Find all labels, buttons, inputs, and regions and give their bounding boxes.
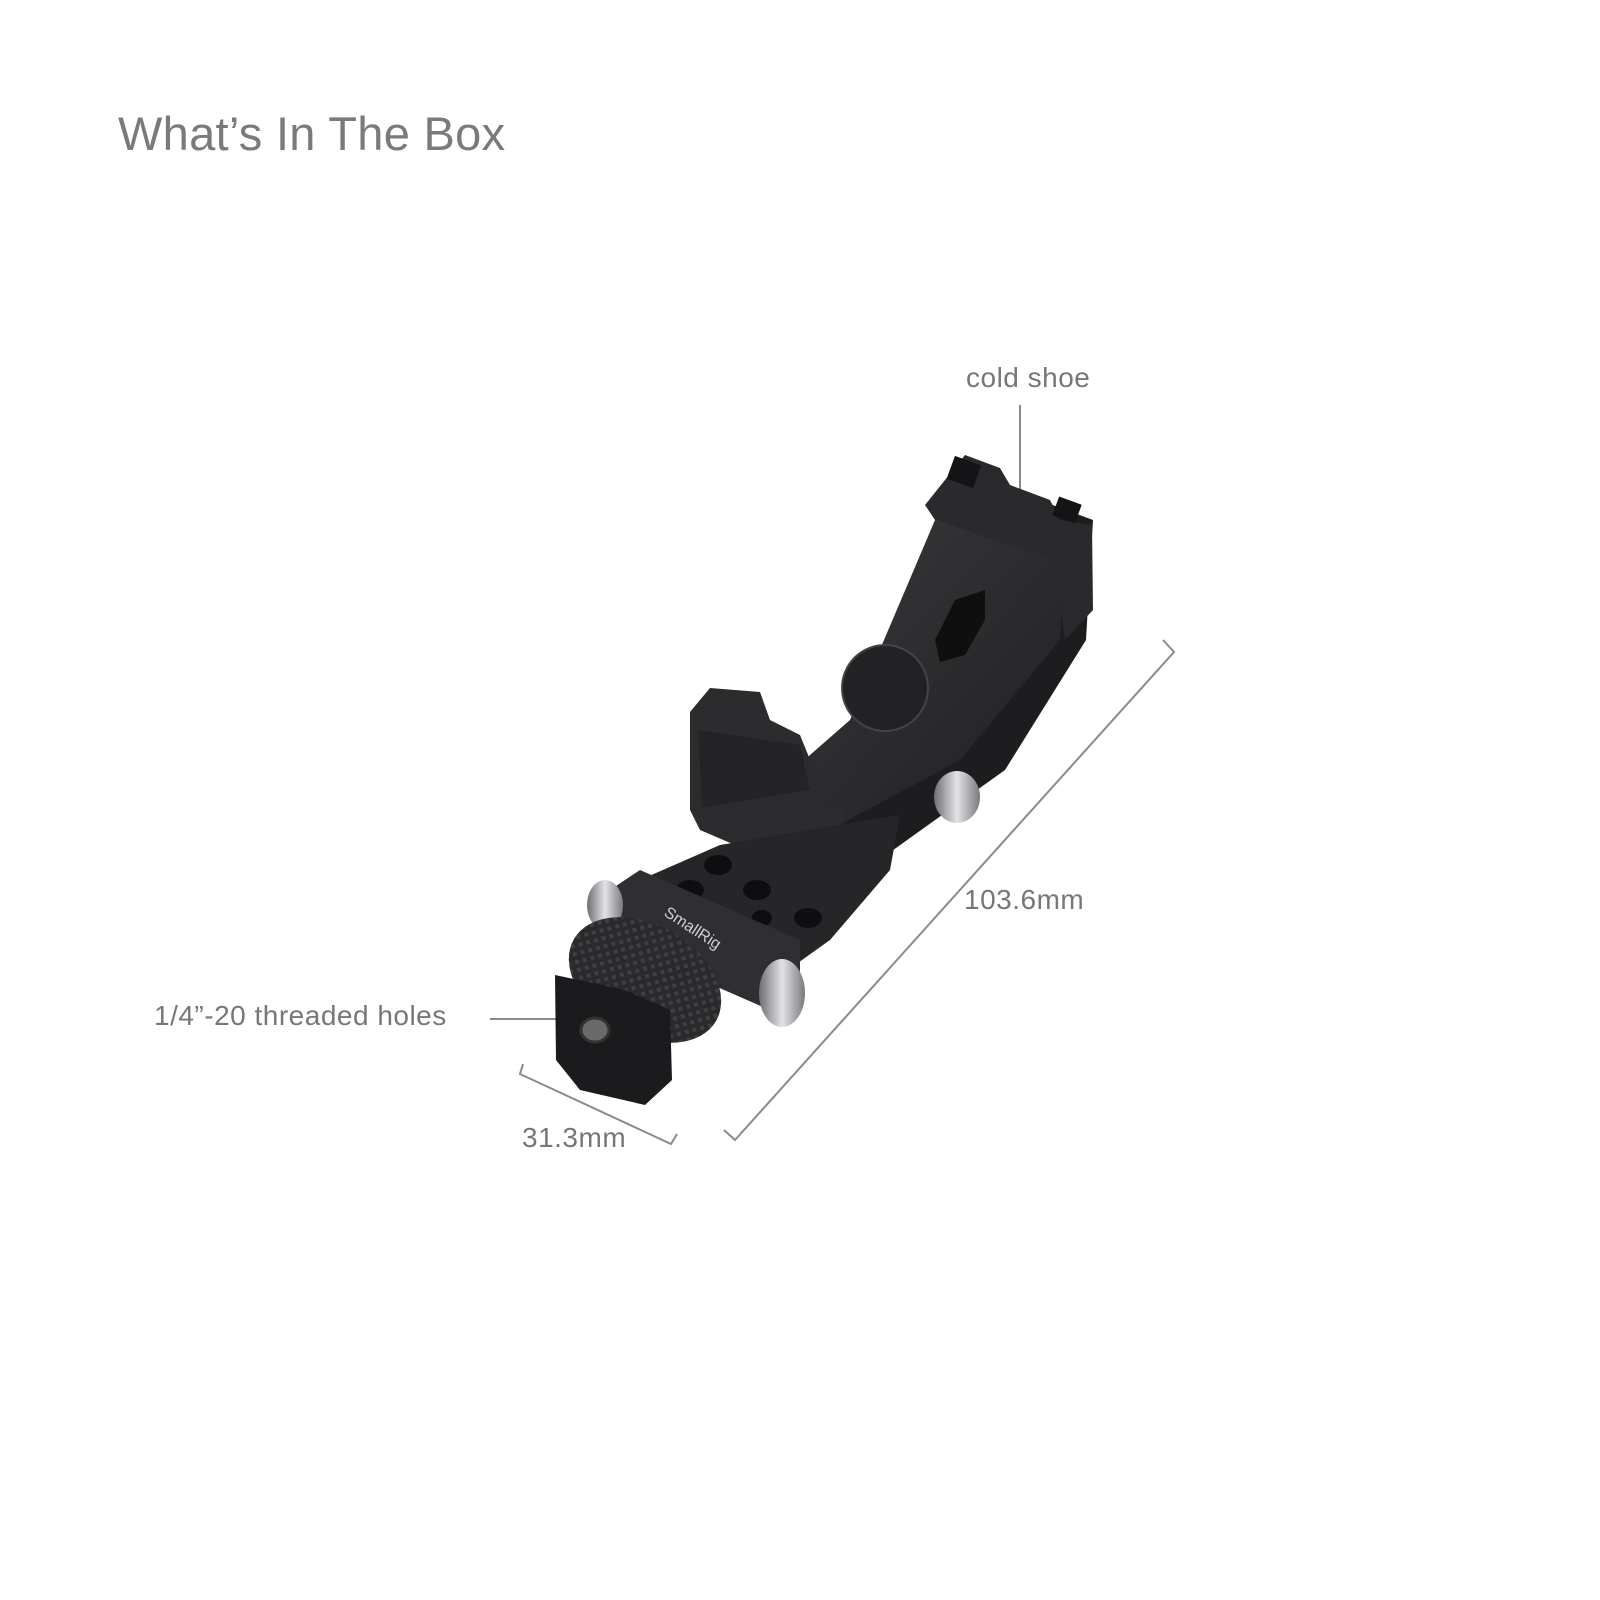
length-dimension-label: 103.6mm: [964, 884, 1085, 915]
cold-shoe-top: [925, 455, 1093, 640]
pivot-pin-upper: [934, 771, 980, 823]
width-dimension-line: [518, 1063, 678, 1146]
bottom-shoe: [555, 975, 672, 1105]
threaded-holes-label: 1/4”-20 threaded holes: [154, 1000, 447, 1031]
mount-bracket: SmallRig: [555, 455, 1093, 1105]
pivot-pin-right: [759, 959, 805, 1027]
guide-lines: [490, 405, 1176, 1146]
magnet-disc: [841, 644, 929, 732]
length-dimension-line: [723, 639, 1176, 1142]
width-dimension-label: 31.3mm: [522, 1122, 627, 1153]
threaded-hole: [579, 1016, 611, 1044]
cold-shoe-label: cold shoe: [966, 362, 1091, 393]
page-title: What’s In The Box: [118, 107, 506, 160]
